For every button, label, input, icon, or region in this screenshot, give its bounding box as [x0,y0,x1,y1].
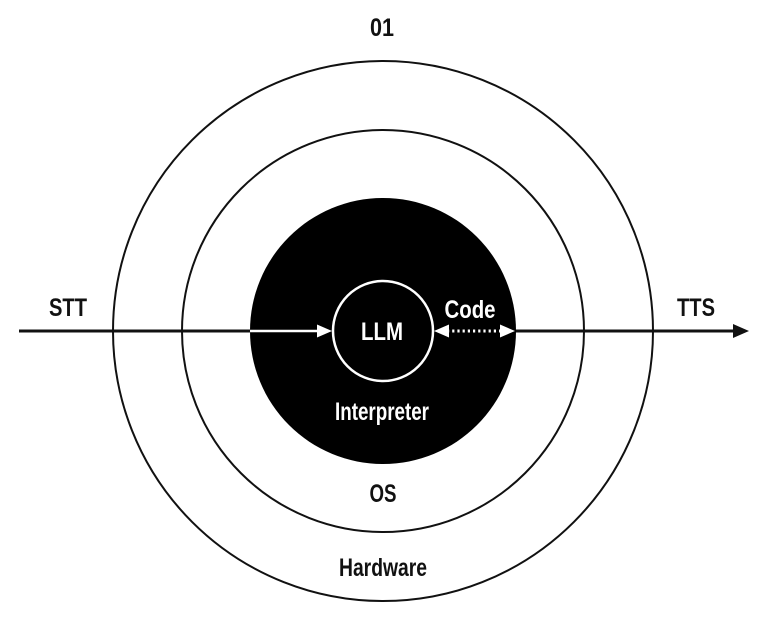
hardware-ring-circle [112,60,654,602]
title-label: 01 [370,14,394,42]
code-label: Code [445,296,496,324]
hardware-label: Hardware [339,554,427,582]
interpreter-core-circle [250,198,516,464]
code-arrowhead-left-icon [434,324,449,338]
code-arrowhead-right-icon [500,324,515,338]
llm-label: LLM [361,318,403,346]
os-ring-circle [181,129,585,533]
interpreter-label: Interpreter [335,398,429,426]
llm-circle [331,279,435,383]
axis-arrowhead-right-icon [733,324,749,338]
os-label: OS [370,480,397,508]
stt-label: STT [49,294,87,322]
input-arrowhead-icon [317,324,332,338]
tts-label: TTS [677,294,715,322]
